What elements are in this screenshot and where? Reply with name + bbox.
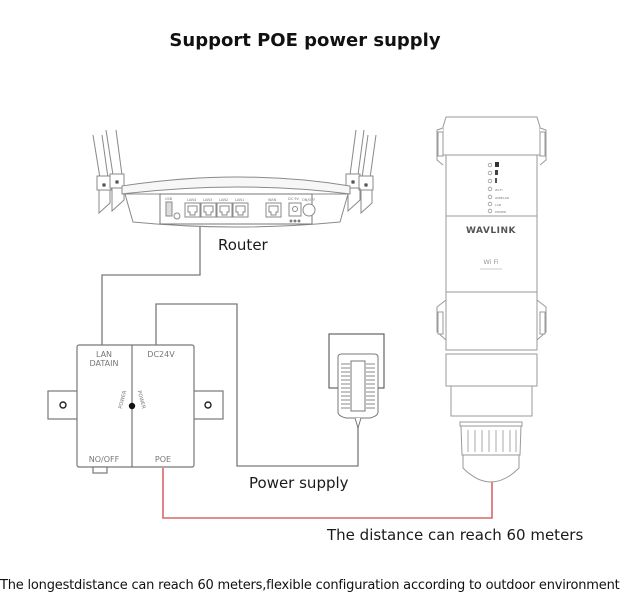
power-adapter [328,333,385,430]
svg-text:USB: USB [165,197,173,201]
router-body-top [121,176,351,195]
svg-text:DC 9V: DC 9V [288,197,299,201]
svg-text:POWER: POWER [136,390,147,410]
svg-text:WAN: WAN [268,198,277,202]
svg-text:WIRELAN: WIRELAN [495,196,509,200]
svg-text:LAN4: LAN4 [187,198,197,202]
injector-poe-label: POE [155,455,171,464]
power-supply-label: Power supply [249,474,349,492]
svg-text:LAN3: LAN3 [203,198,212,202]
svg-text:ON/OFF: ON/OFF [302,198,315,202]
cables [101,226,493,519]
device-leds: WI-FI WIRELAN LAN POWER [487,162,509,214]
svg-text:LAN: LAN [495,203,501,207]
router-to-injector-cable [101,226,201,346]
device-wifi-logo: Wi Fi [483,258,498,266]
svg-text:WI-FI: WI-FI [495,188,503,192]
lan-ports [184,202,249,218]
poe-injector [47,344,224,474]
router-left-antennas [92,129,125,215]
router: USB LAN4 LAN3 LAN2 LAN1 WAN DC 9V ON/OFF [92,129,377,228]
diagram-title: Support POE power supply [169,30,441,51]
distance-label: The distance can reach 60 meters [327,526,584,544]
injector-switch-label: NO/OFF [89,455,120,464]
svg-text:LAN1: LAN1 [235,198,244,202]
injector-lan-label: LAN [96,350,112,359]
svg-text:LAN2: LAN2 [219,198,228,202]
device-brand: WAVLINK [466,226,516,236]
svg-text:POWER: POWER [118,390,129,410]
injector-body [76,344,195,468]
injector-switch [92,466,108,474]
dc-to-adapter-cable [155,303,359,467]
injector-datain-label: DATAIN [90,359,119,368]
footer-caption: The longestdistance can reach 60 meters,… [0,578,620,593]
router-label: Router [218,236,268,254]
injector-dc-label: DC24V [147,350,175,359]
router-right-antennas [345,129,377,215]
power-button [302,203,316,217]
outdoor-device [436,116,547,483]
svg-text:POWER: POWER [495,210,506,214]
poe-cable [162,468,493,519]
dc-port [288,202,302,217]
